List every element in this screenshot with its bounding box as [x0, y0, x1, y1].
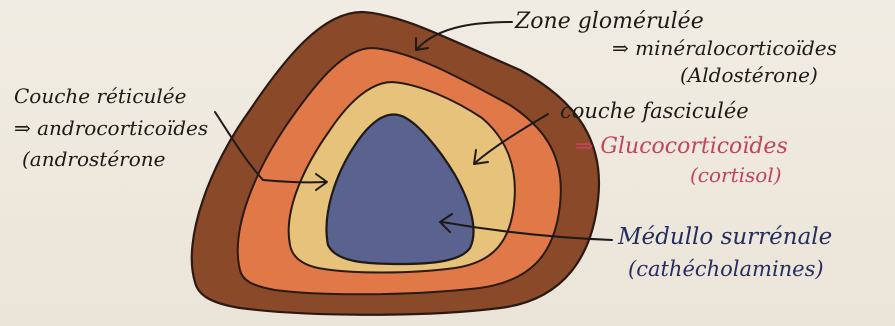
label-reticulee-hormone: ⇒ androcorticoïdes [14, 116, 208, 140]
label-reticulee-example: (androstérone [22, 147, 165, 171]
label-medullo-title: Médullo surrénale [617, 224, 832, 250]
label-fasciculee-example: (cortisol) [690, 163, 782, 187]
label-glomerulee-hormone: ⇒ minéralocorticoïdes [612, 36, 837, 60]
label-fasciculee-title: couche fasciculée [560, 99, 749, 123]
label-glomerulee-example: (Aldostérone) [680, 63, 818, 87]
label-fasciculee-hormone: ⇒ Glucocorticoïdes [575, 134, 788, 159]
label-glomerulee-title: Zone glomérulée [514, 9, 704, 34]
label-medullo-example: (cathécholamines) [628, 257, 824, 281]
label-reticulee-title: Couche réticulée [14, 84, 186, 108]
